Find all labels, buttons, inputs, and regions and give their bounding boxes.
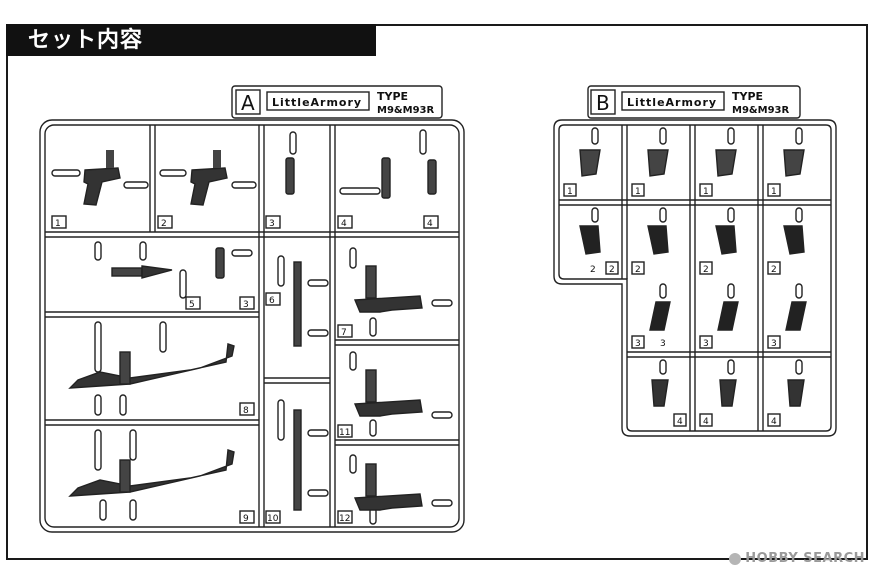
- part-number-a: 10: [267, 514, 279, 524]
- part-number-b: 1: [567, 187, 573, 197]
- part-number-a: 9: [243, 514, 249, 524]
- sprue-a-letter-box: [235, 89, 261, 115]
- part-a4-magazine-icon: [381, 157, 391, 199]
- watermark: HOBBY SEARCH: [729, 551, 865, 566]
- part-number-a: 2: [161, 219, 167, 229]
- part-a6-rail-icon: [293, 261, 302, 347]
- part-number-b: 1: [771, 187, 777, 197]
- section-title: セット内容: [6, 24, 376, 56]
- part-number-a: 6: [269, 296, 275, 306]
- sprue-b-type-label: TYPE: [732, 90, 763, 103]
- part-number-a: 4: [427, 219, 433, 229]
- part-number-b: 4: [771, 417, 777, 427]
- sprue-b-header-tab: [587, 85, 801, 119]
- part-number-b: 1: [635, 187, 641, 197]
- part-number-b: 2: [635, 265, 641, 275]
- part-number-b: 3: [660, 339, 666, 349]
- part-number-b: 2: [703, 265, 709, 275]
- part-number-b: 1: [703, 187, 709, 197]
- part-number-b: 3: [771, 339, 777, 349]
- part-number-a: 7: [341, 328, 347, 338]
- sprue-b-model-label: M9&M93R: [732, 105, 789, 116]
- part-a9-carbine-icon: [68, 449, 235, 497]
- sprue-b-brand-logo: LittleArmory: [627, 96, 717, 109]
- part-number-a: 4: [341, 219, 347, 229]
- content-frame: [6, 24, 868, 560]
- part-number-b: 4: [677, 417, 683, 427]
- sprue-b-letter-box: [590, 89, 616, 115]
- hobby-search-logo-icon: [729, 552, 742, 565]
- part-number-a: 11: [339, 428, 350, 438]
- part-a10-barrel-icon: [293, 409, 302, 511]
- part-a8-carbine-icon: [68, 343, 235, 389]
- part-number-b: 3: [635, 339, 641, 349]
- sprue-a-brand-logo: LittleArmory: [272, 96, 362, 109]
- part-number-b: 3: [703, 339, 709, 349]
- part-number-a: 3: [269, 219, 275, 229]
- sprue-a: [39, 85, 465, 533]
- part-a5-bayonet-icon: [111, 265, 173, 279]
- sprue-a-model-label: M9&M93R: [377, 105, 434, 116]
- sprue-b: [553, 85, 837, 437]
- part-b3-grip-icon: [649, 301, 807, 331]
- sprue-a-header-tab: [231, 85, 443, 119]
- sprue-b-letter: B: [596, 91, 610, 115]
- part-number-b: 2: [590, 265, 596, 275]
- part-a3b-magazine-icon: [215, 247, 225, 279]
- part-a11-frame-icon: [353, 369, 423, 417]
- part-a7-frame-icon: [353, 265, 423, 313]
- part-number-b: 2: [609, 265, 615, 275]
- part-a3-magazine-icon: [285, 157, 295, 195]
- sprue-a-logo-box: [266, 91, 370, 111]
- sprue-b-logo-box: [621, 91, 725, 111]
- part-number-a: 12: [339, 514, 350, 524]
- part-number-a: 3: [243, 300, 249, 310]
- part-b2-grip-icon: [579, 225, 805, 255]
- part-number-a: 1: [55, 219, 61, 229]
- part-b4-grip-icon: [651, 379, 805, 407]
- part-number-a: 8: [243, 406, 249, 416]
- part-a2-pistol-icon: [190, 150, 228, 206]
- part-number-a: 5: [189, 300, 195, 310]
- sprue-a-type-label: TYPE: [377, 90, 408, 103]
- part-a1-pistol-icon: [83, 150, 121, 206]
- sprue-a-letter: A: [241, 91, 255, 115]
- sprue-a-outer-runner: [39, 119, 465, 533]
- part-number-b: 4: [703, 417, 709, 427]
- part-a12-frame-icon: [353, 463, 423, 511]
- part-b1-grip-icon: [579, 149, 805, 177]
- part-number-b: 2: [771, 265, 777, 275]
- watermark-text: HOBBY SEARCH: [745, 551, 865, 566]
- sprue-b-outer-runner: [553, 119, 837, 437]
